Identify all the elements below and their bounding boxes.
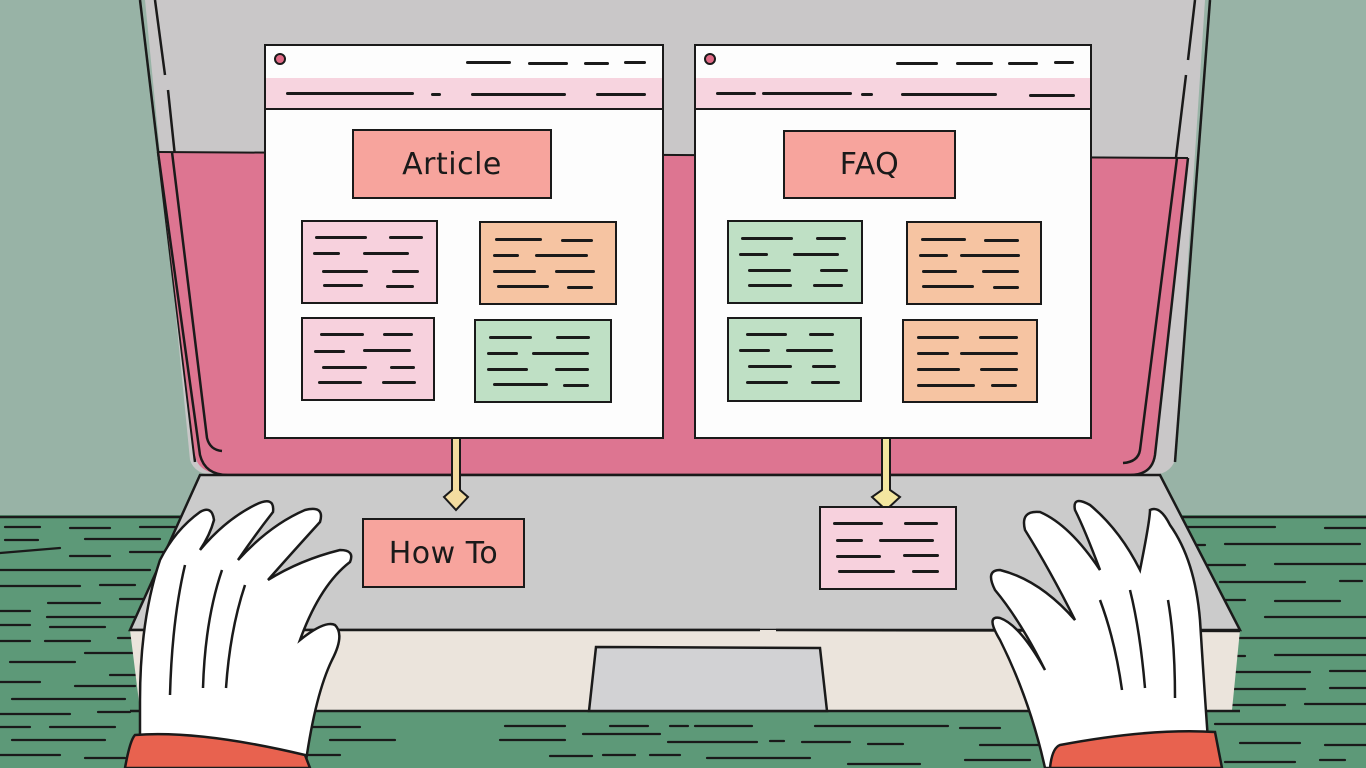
content-card [902, 319, 1038, 403]
trackpad [587, 645, 829, 713]
content-card [474, 319, 612, 403]
window-address-bar[interactable] [696, 78, 1090, 110]
content-card [727, 220, 863, 304]
content-card [301, 317, 435, 401]
window-address-bar[interactable] [266, 78, 662, 110]
right-sleeve [1048, 730, 1224, 768]
left-hand [138, 500, 353, 768]
window-titlebar [696, 46, 1090, 80]
left-sleeve [123, 732, 312, 768]
browser-window-faq: FAQ [694, 44, 1092, 439]
window-close-dot-icon[interactable] [274, 53, 286, 65]
browser-window-article: Article [264, 44, 664, 439]
window-titlebar [266, 46, 662, 80]
content-card [479, 221, 617, 305]
schema-label-faq[interactable]: FAQ [783, 130, 956, 199]
content-card [727, 317, 862, 402]
schema-label-article[interactable]: Article [352, 129, 552, 199]
content-card [301, 220, 438, 304]
window-close-dot-icon[interactable] [704, 53, 716, 65]
desk-texture [0, 525, 1366, 766]
content-card-detached [819, 506, 957, 590]
schema-label-howto[interactable]: How To [362, 518, 525, 588]
right-hand [989, 499, 1212, 768]
content-card [906, 221, 1042, 305]
